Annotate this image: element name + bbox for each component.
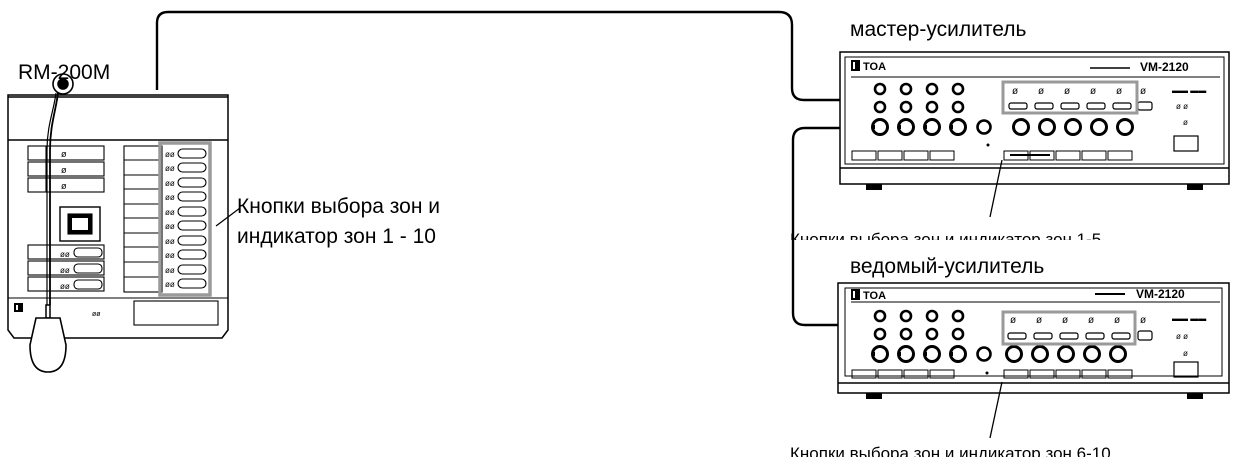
slave-brand-logo: TOA	[851, 289, 886, 302]
svg-text:ø: ø	[1140, 86, 1146, 97]
connection-cables	[155, 10, 840, 327]
slave-model-text: VM-2120	[1136, 287, 1185, 301]
svg-text:ø: ø	[1116, 86, 1122, 97]
cable-mic-to-master	[155, 10, 840, 102]
svg-text:ø: ø	[61, 181, 67, 191]
slave-brand-text: TOA	[863, 290, 886, 302]
master-bottom-slots	[851, 150, 1133, 161]
callout-zones-1-5: Кнопки выбора зон и индикатор зон 1-5	[790, 230, 1102, 240]
callout-zones-1-10-line1: Кнопки выбора зон и	[237, 195, 441, 218]
svg-text:ø: ø	[1010, 315, 1016, 326]
callout-leader-master	[989, 159, 1003, 218]
slave-small-knobs	[873, 309, 965, 341]
callout-zones-1-10-line2: индикатор зон 1 - 10	[237, 225, 436, 249]
callout-zones-1-10: Кнопки выбора зон и индикатор зон 1 - 10	[237, 192, 440, 253]
slave-amplifier-label: ведомый-усилитель	[850, 255, 1045, 278]
svg-text:ø: ø	[1183, 118, 1188, 127]
svg-text:øø: øø	[165, 150, 175, 159]
microphone-handle	[29, 317, 67, 373]
svg-text:øø: øø	[60, 282, 70, 291]
svg-text:ø: ø	[61, 165, 67, 175]
svg-text:ø ø: ø ø	[1176, 102, 1188, 111]
mic-zone-highlight-box	[158, 141, 212, 297]
mic-station-logo-mark	[14, 303, 23, 312]
microphone-station-rm200m: ø ø ø øø øø øø	[7, 73, 229, 373]
svg-text:ø: ø	[1012, 86, 1018, 97]
master-amplifier-device: TOA VM-2120 ø ø ø ø ø ø	[839, 51, 1230, 190]
svg-text:ø: ø	[1183, 349, 1188, 358]
master-zone-keys	[1008, 101, 1153, 111]
svg-text:øø: øø	[165, 222, 175, 231]
cable-master-to-slave	[791, 126, 840, 327]
mic-station-label: RM-200M	[18, 61, 111, 84]
svg-text:ø: ø	[1140, 315, 1146, 326]
callout-zones-6-10: Кнопки выбора зон и индикатор зон 6-10	[790, 444, 1111, 457]
callout-leader-slave	[989, 381, 1003, 439]
svg-text:øø: øø	[60, 266, 70, 275]
svg-text:øø: øø	[60, 250, 70, 259]
svg-text:ø: ø	[1114, 315, 1120, 326]
mic-station-zone-buttons: øø øø øø øø øø øø øø øø øø øø	[123, 145, 207, 293]
mic-station-brand-dots: øø	[92, 311, 101, 318]
svg-text:ø: ø	[1036, 315, 1042, 326]
svg-text:øø: øø	[165, 164, 175, 173]
slave-zone-highlight-box	[1001, 310, 1137, 346]
slave-zone-keys	[1007, 330, 1153, 341]
master-large-knobs	[871, 118, 1134, 136]
svg-text:ø ø: ø ø	[1176, 332, 1188, 341]
master-amplifier-label: мастер-усилитель	[850, 18, 1027, 41]
svg-text:øø: øø	[165, 193, 175, 202]
slave-bottom-slots	[851, 369, 1133, 379]
svg-text:ø: ø	[1090, 86, 1096, 97]
master-brand-text: TOA	[863, 61, 886, 73]
svg-text:ø: ø	[61, 149, 67, 159]
mic-station-left-keys: ø ø ø øø øø øø	[27, 145, 105, 292]
master-zone-highlight-box	[1001, 80, 1139, 115]
callout-leader-mic	[215, 207, 241, 227]
slave-amplifier-device: TOA VM-2120 ø ø ø ø ø ø	[837, 282, 1230, 399]
microphone-gooseneck	[29, 73, 74, 373]
master-model-text: VM-2120	[1140, 60, 1189, 74]
svg-text:øø: øø	[165, 251, 175, 260]
svg-text:ø: ø	[1038, 86, 1044, 97]
svg-text:øø: øø	[165, 179, 175, 188]
master-small-knobs	[873, 82, 965, 114]
svg-text:øø: øø	[165, 237, 175, 246]
svg-text:øø: øø	[165, 208, 175, 217]
svg-text:ø: ø	[1088, 315, 1094, 326]
svg-text:▬▬ ▬▬: ▬▬ ▬▬	[1172, 86, 1206, 95]
master-brand-logo: TOA	[851, 60, 886, 73]
svg-text:ø: ø	[1062, 315, 1068, 326]
svg-text:▬▬ ▬▬: ▬▬ ▬▬	[1172, 314, 1206, 323]
svg-text:øø: øø	[165, 266, 175, 275]
svg-text:ø: ø	[1064, 86, 1070, 97]
slave-large-knobs	[871, 345, 1127, 363]
svg-text:øø: øø	[165, 280, 175, 289]
